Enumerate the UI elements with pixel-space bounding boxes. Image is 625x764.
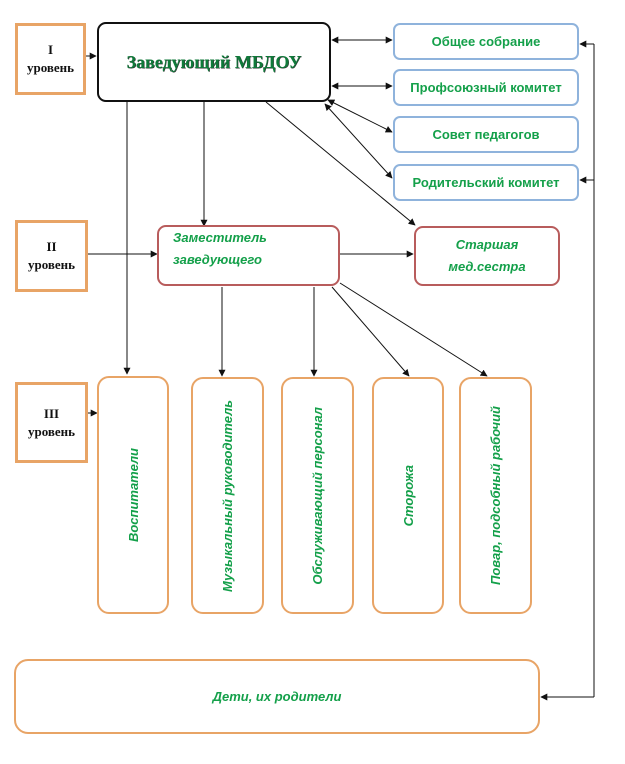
staff-music-director-label: Музыкальный руководитель bbox=[220, 399, 235, 592]
children-parents-label: Дети, их родители bbox=[212, 689, 342, 704]
council-parent-committee-label: Родительский комитет bbox=[412, 175, 560, 190]
staff-cook: Повар, подсобный рабочий bbox=[459, 377, 532, 614]
staff-guards-label: Сторожа bbox=[400, 464, 416, 527]
arrow-head-pedagogical-council bbox=[327, 99, 393, 133]
council-general-meeting-label: Общее собрание bbox=[431, 34, 541, 49]
level-1-numeral: I bbox=[47, 42, 54, 58]
deputy-box: Заместитель заведующего bbox=[157, 225, 340, 286]
staff-service-personnel-label: Обслуживающий персонал bbox=[310, 406, 325, 585]
deputy-line-2: заведующего bbox=[173, 252, 262, 268]
arrow-deputy-cook bbox=[339, 282, 488, 377]
deputy-line-1: Заместитель bbox=[173, 230, 267, 245]
arrow-deputy-guards bbox=[331, 286, 410, 377]
nurse-line-1: Старшая bbox=[455, 236, 519, 252]
staff-service-personnel: Обслуживающий персонал bbox=[281, 377, 354, 614]
staff-guards: Сторожа bbox=[372, 377, 444, 614]
head-title: Заведующий МБДОУ bbox=[126, 51, 302, 72]
council-pedagogical-label: Совет педагогов bbox=[432, 127, 540, 142]
nurse-box: Старшая мед.сестра bbox=[414, 226, 560, 286]
head-box: Заведующий МБДОУ bbox=[97, 22, 331, 102]
nurse-line-2: мед.сестра bbox=[448, 259, 526, 274]
staff-educators: Воспитатели bbox=[97, 376, 169, 614]
level-1-label: I уровень bbox=[15, 23, 86, 95]
staff-educators-label: Воспитатели bbox=[125, 447, 141, 543]
level-3-numeral: III bbox=[43, 405, 60, 421]
arrow-head-nurse bbox=[265, 101, 416, 226]
arrow-head-parent-committee bbox=[324, 103, 393, 179]
staff-cook-label: Повар, подсобный рабочий bbox=[488, 406, 503, 585]
council-pedagogical: Совет педагогов bbox=[393, 116, 579, 153]
level-1-word: уровень bbox=[26, 60, 75, 75]
council-parent-committee: Родительский комитет bbox=[393, 164, 579, 201]
council-union-committee: Профсоюзный комитет bbox=[393, 69, 579, 106]
staff-music-director: Музыкальный руководитель bbox=[191, 377, 264, 614]
level-3-label: III уровень bbox=[15, 382, 88, 463]
level-2-word: уровень bbox=[27, 257, 76, 272]
level-2-numeral: II bbox=[46, 239, 57, 255]
level-2-label: II уровень bbox=[15, 220, 88, 292]
council-general-meeting: Общее собрание bbox=[393, 23, 579, 60]
children-parents-box: Дети, их родители bbox=[14, 659, 540, 734]
level-3-word: уровень bbox=[27, 423, 76, 439]
council-union-committee-label: Профсоюзный комитет bbox=[410, 80, 562, 95]
